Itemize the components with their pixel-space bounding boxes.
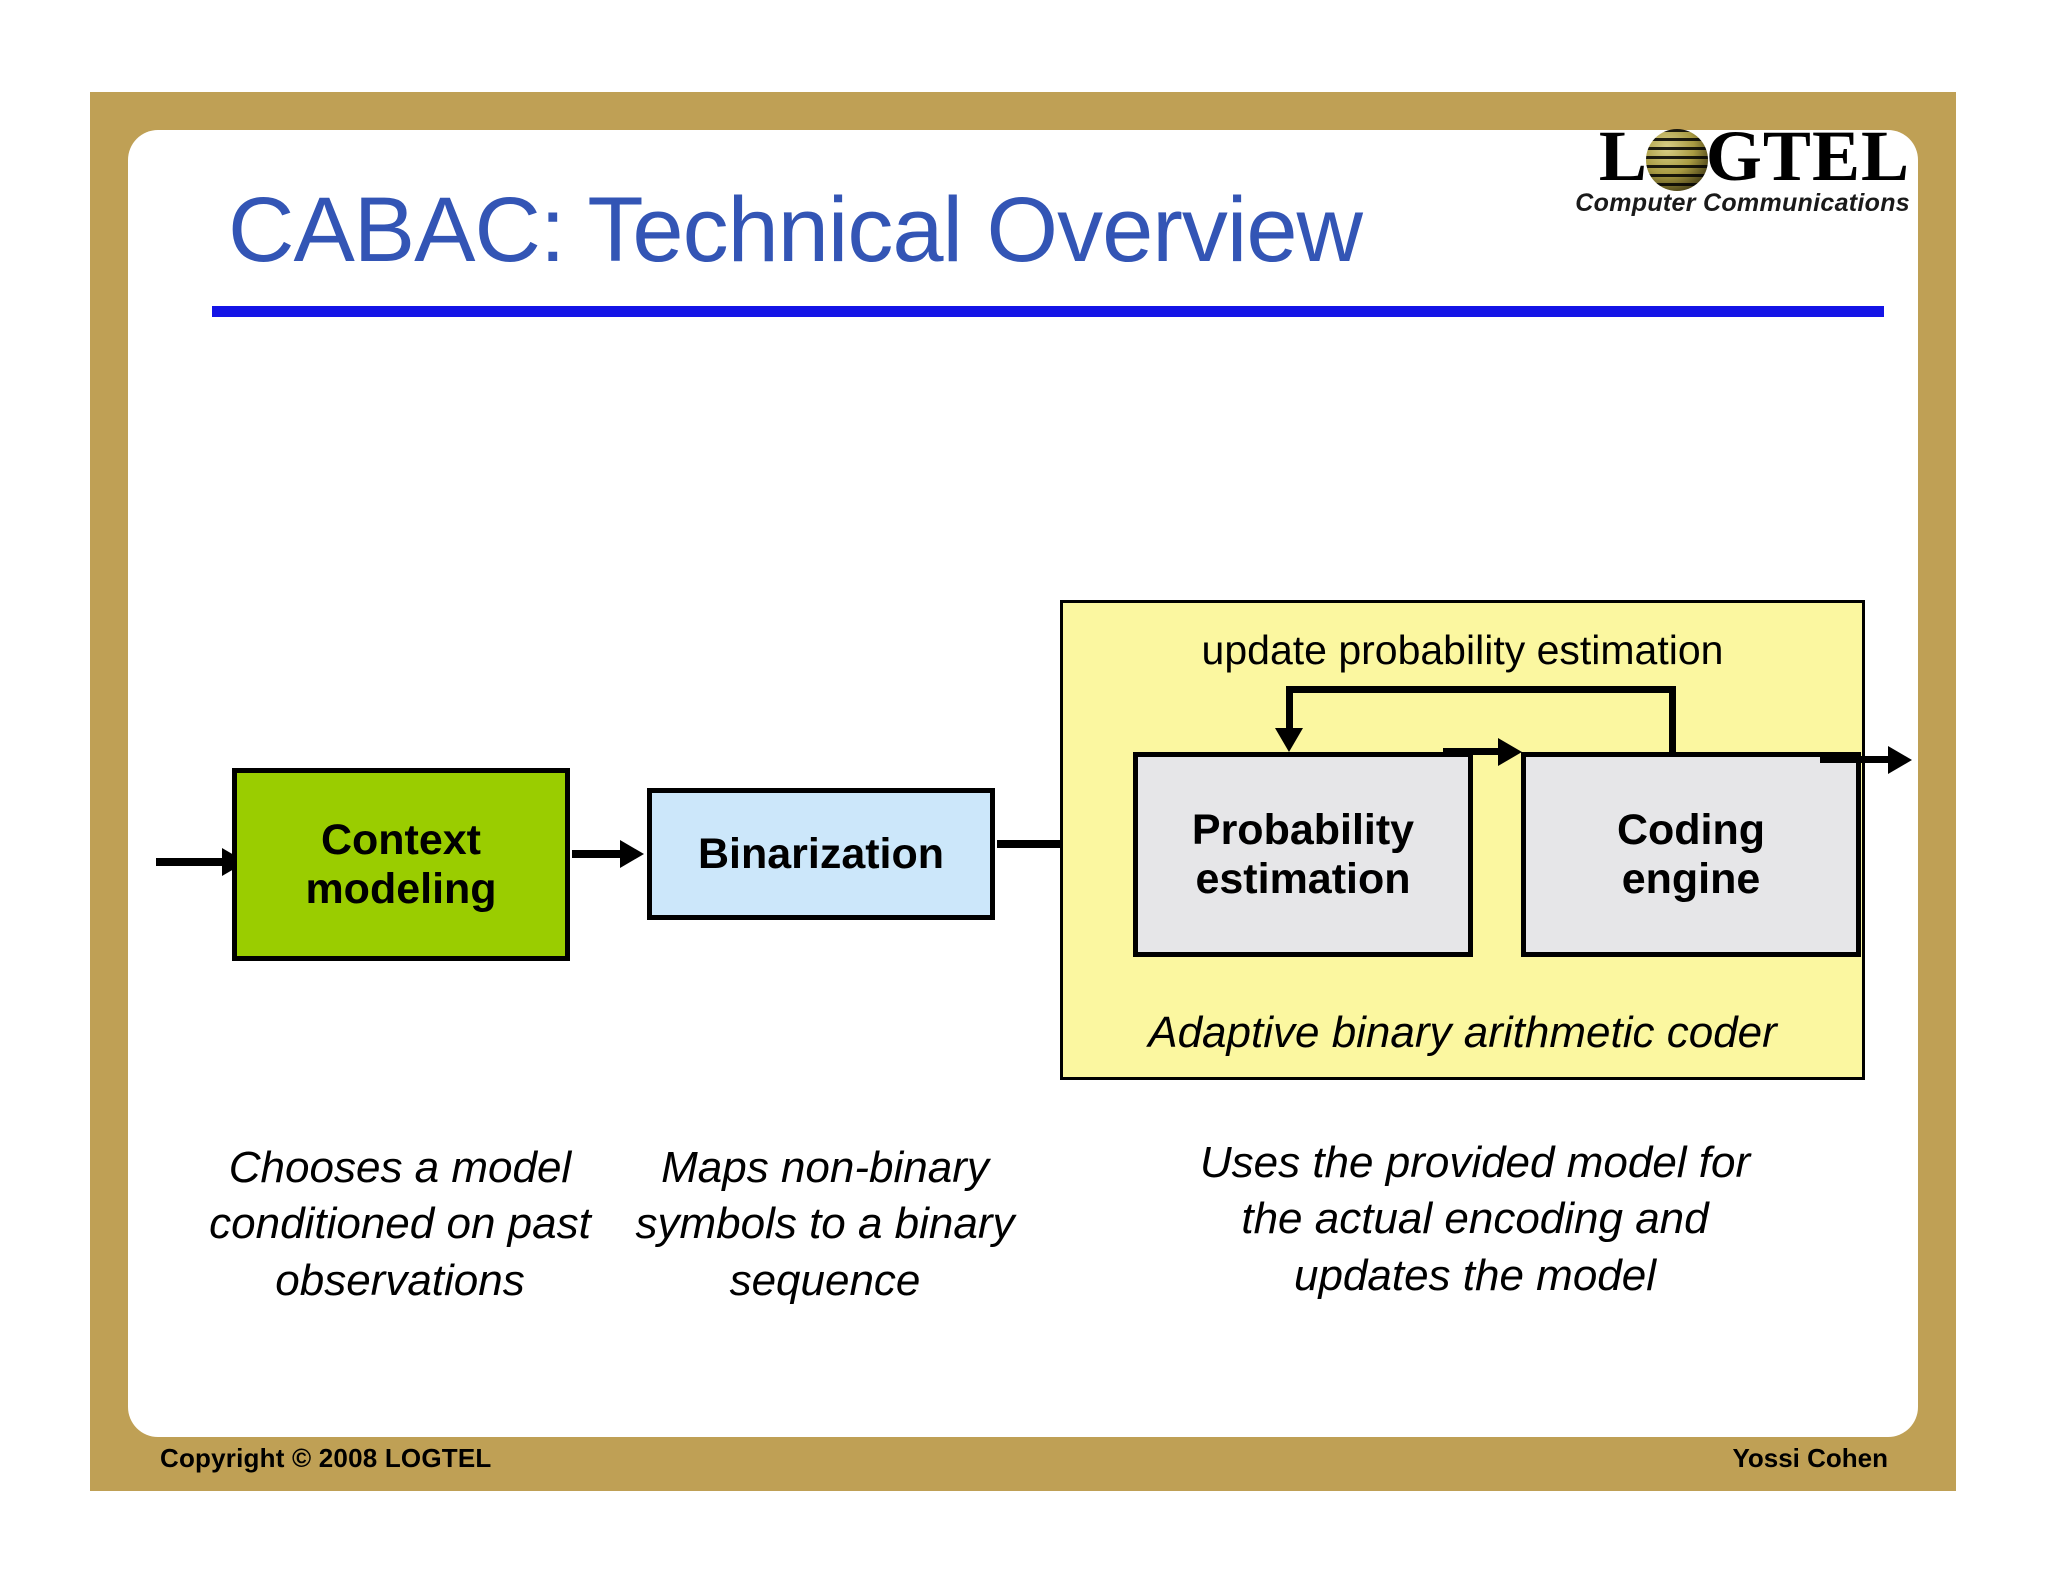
block-probability-estimation[interactable]: Probability estimation [1133,752,1473,957]
block-binarization[interactable]: Binarization [647,788,995,920]
block-label-line1: Context [320,816,482,865]
logo-tagline: Computer Communications [1575,189,1910,217]
logo-letters-gtel: GTEL [1705,116,1910,196]
block-label-line2: modeling [305,864,497,913]
feedback-loop-arrow-head [1275,728,1303,752]
globe-icon [1645,129,1708,191]
block-label-line2: engine [1621,854,1761,903]
title-underline [212,306,1884,317]
block-binarization-label: Binarization [697,829,945,878]
arrow-context-to-binarization-line [572,850,624,858]
panel-caption: Adaptive binary arithmetic coder [1148,1008,1777,1057]
footer-copyright: Copyright © 2008 LOGTEL [160,1443,492,1473]
page-title: CABAC: Technical Overview [228,179,1363,281]
block-context-modeling[interactable]: Context modeling [232,768,570,961]
block-context-modeling-label: Context modeling [305,816,496,912]
logo-letter-l: L [1598,116,1648,196]
arrow-prob-to-coding-head [1498,738,1522,766]
arrow-prob-to-coding-line [1443,748,1505,755]
output-arrow-head [1888,746,1912,774]
block-label-line1: Coding [1616,806,1766,855]
input-arrow-line [156,858,226,866]
block-probability-estimation-label: Probability estimation [1192,806,1414,902]
panel-update-label: update probability estimation [1201,627,1724,673]
feedback-loop-left-line [1286,686,1293,734]
output-arrow-line [1820,756,1894,763]
caption-binarization: Maps non-binary symbols to a binary sequ… [635,1143,1015,1305]
arrow-context-to-binarization-head [620,840,644,868]
caption-coder: Uses the provided model for the actual e… [1199,1138,1751,1300]
footer-author: Yossi Cohen [1732,1443,1888,1473]
block-coding-engine[interactable]: Coding engine [1521,752,1861,957]
feedback-loop-right-line [1669,686,1676,754]
block-coding-engine-label: Coding engine [1617,806,1765,902]
caption-context-modeling: Chooses a model conditioned on past obse… [209,1143,591,1305]
block-label-line2: estimation [1195,854,1411,903]
block-label-line1: Probability [1191,806,1415,855]
feedback-loop-top-line [1286,686,1676,693]
arrow-binarization-to-coder-line [997,840,1113,848]
